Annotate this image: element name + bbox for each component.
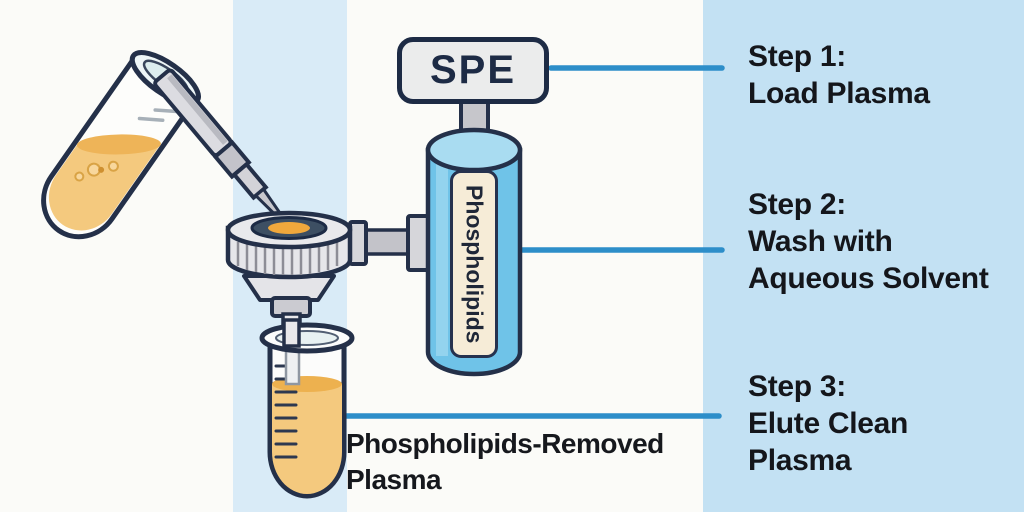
caption-line-1: Phospholipids-Removed	[346, 428, 664, 459]
background-panel-right	[703, 0, 1024, 512]
step-3-title: Step 3:	[748, 370, 846, 403]
step-1-line-2: Load Plasma	[748, 77, 930, 110]
side-connector-tube	[348, 214, 434, 272]
loaded-plasma-pool	[268, 222, 310, 234]
step-3-line-3: Plasma	[748, 444, 852, 477]
step-2-line-2: Wash with	[748, 225, 893, 258]
step-1-title: Step 1:	[748, 40, 846, 73]
column-phospholipids-label: Phospholipids	[450, 170, 498, 358]
step-3-text: Step 3: Elute Clean Plasma	[748, 368, 908, 479]
collection-tube-icon	[259, 318, 355, 499]
collection-tube-caption: Phospholipids-Removed Plasma	[346, 426, 664, 498]
caption-line-2: Plasma	[346, 464, 442, 495]
step-2-text: Step 2: Wash with Aqueous Solvent	[748, 186, 989, 297]
step-2-title: Step 2:	[748, 188, 846, 221]
step-3-line-2: Elute Clean	[748, 407, 909, 440]
step-1-text: Step 1: Load Plasma	[748, 38, 930, 112]
step-2-line-3: Aqueous Solvent	[748, 262, 989, 295]
pipette-icon	[153, 68, 295, 234]
sample-test-tube-icon	[41, 50, 201, 240]
cartridge-ribs	[236, 242, 339, 275]
step-connector-lines	[335, 65, 725, 419]
spe-label-box: SPE	[397, 37, 549, 104]
